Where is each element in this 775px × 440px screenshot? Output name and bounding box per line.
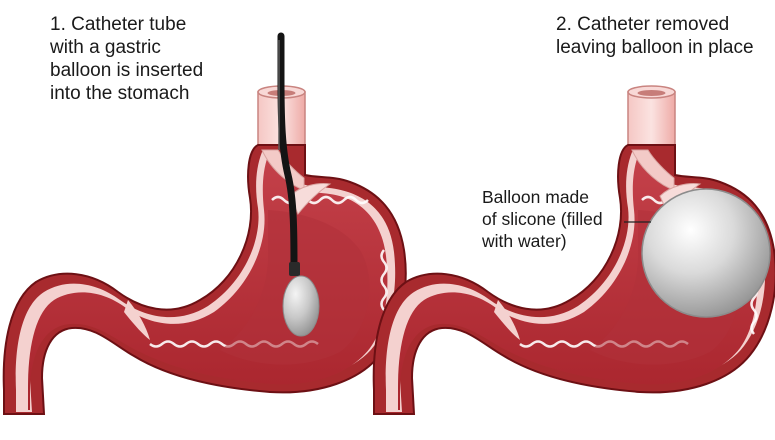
step1-line: balloon is inserted bbox=[50, 60, 204, 81]
step2-caption: 2. Catheter removed leaving balloon in p… bbox=[556, 13, 754, 59]
step1-line: into the stomach bbox=[50, 83, 190, 104]
step1-line: 1. Catheter tube bbox=[50, 14, 187, 35]
step1-caption: 1. Catheter tube with a gastric balloon … bbox=[50, 13, 203, 105]
step2-line: 2. Catheter removed bbox=[556, 14, 730, 35]
balloon-label: Balloon made of slicone (filled with wat… bbox=[482, 186, 603, 252]
inflated-balloon bbox=[641, 188, 771, 318]
deflated-balloon bbox=[282, 275, 320, 337]
balloon-label-line: Balloon made bbox=[482, 187, 590, 207]
catheter-connector bbox=[289, 262, 300, 276]
balloon-label-line: of slicone (filled bbox=[482, 209, 603, 229]
catheter-tube bbox=[277, 32, 298, 272]
step2-line: leaving balloon in place bbox=[556, 37, 754, 58]
balloon-label-line: with water) bbox=[482, 231, 567, 251]
stomach-left bbox=[2, 84, 407, 416]
step1-line: with a gastric bbox=[50, 37, 161, 58]
